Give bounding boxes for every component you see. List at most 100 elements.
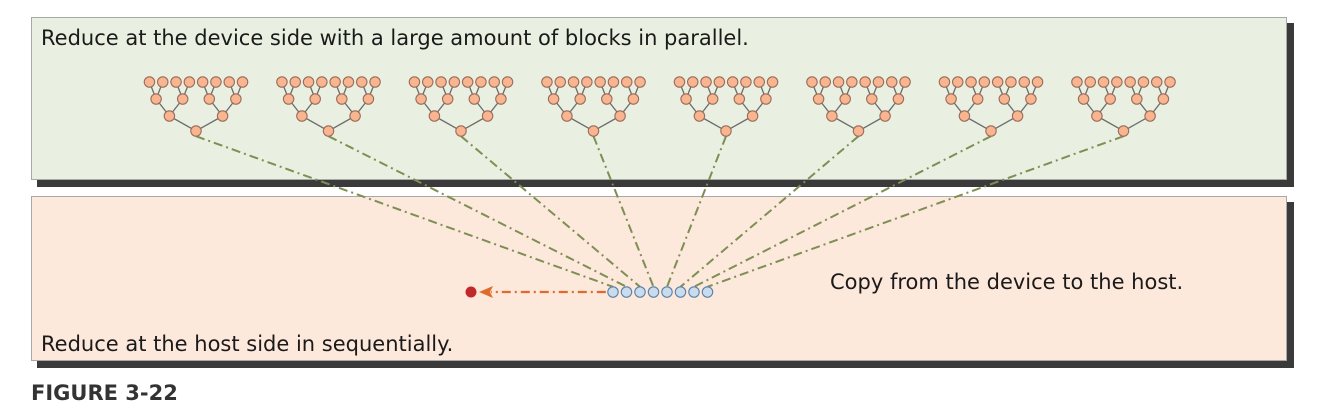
tree-node (839, 93, 851, 105)
tree-node (938, 76, 951, 88)
tree-node (163, 110, 176, 122)
tree-node (1124, 76, 1136, 88)
reduction-tree-block-4 (541, 76, 646, 137)
tree-node (1071, 76, 1083, 88)
tree-node (196, 76, 209, 88)
tree-node (859, 76, 871, 88)
tree-node (706, 93, 719, 105)
host-partial-result-node (647, 286, 660, 298)
tree-node (316, 76, 328, 88)
tree-node (223, 76, 236, 88)
tree-node (501, 76, 514, 88)
tree-node (210, 76, 222, 88)
tree-node (766, 76, 779, 88)
tree-node (1077, 93, 1090, 105)
tree-node (302, 76, 315, 88)
copy-line-block-4 (592, 135, 655, 288)
copy-line-block-5 (666, 135, 727, 288)
tree-node (170, 76, 182, 88)
tree-node (1091, 110, 1103, 122)
tree-node (951, 76, 964, 88)
tree-nodes (143, 76, 1176, 137)
host-partial-result-node (701, 286, 714, 298)
tree-node (846, 76, 858, 88)
tree-node (296, 110, 308, 122)
tree-node (362, 93, 375, 105)
tree-node (726, 76, 739, 88)
tree-root-node (455, 125, 467, 137)
reduction-tree-block-8 (1071, 76, 1176, 137)
tree-node (1084, 76, 1097, 88)
tree-node (978, 76, 991, 88)
copy-caption: Copy from the device to the host. (830, 270, 1184, 294)
tree-node (183, 76, 196, 88)
tree-node (826, 110, 838, 122)
host-panel (31, 196, 1287, 361)
tree-root-node (322, 125, 335, 137)
tree-node (547, 93, 560, 105)
tree-node (1005, 76, 1017, 88)
tree-node (620, 76, 633, 88)
copy-line-block-3 (460, 135, 641, 288)
host-partial-result-node (674, 286, 687, 298)
tree-node (614, 110, 626, 122)
tree-node (461, 76, 474, 88)
host-partial-result-node (634, 286, 646, 298)
host-partial-result-node (688, 286, 700, 298)
tree-node (176, 93, 189, 105)
tree-node (488, 76, 500, 88)
tree-root-node (852, 125, 865, 137)
tree-node (1025, 93, 1037, 105)
tree-node (289, 76, 301, 88)
tree-node (236, 76, 249, 88)
tree-node (1131, 93, 1143, 105)
tree-node (574, 93, 586, 105)
tree-node (157, 76, 169, 88)
tree-node (349, 110, 361, 122)
tree-node (282, 93, 295, 105)
tree-node (421, 76, 434, 88)
tree-root-node (1117, 125, 1130, 137)
tree-node (686, 76, 699, 88)
copy-line-block-8 (707, 135, 1124, 288)
tree-node (230, 93, 242, 105)
tree-node (216, 110, 229, 122)
tree-node (143, 76, 156, 88)
tree-node (991, 76, 1004, 88)
tree-node (1018, 76, 1030, 88)
tree-node (329, 76, 341, 88)
tree-edges (148, 81, 1171, 132)
tree-node (812, 93, 825, 105)
tree-node (561, 110, 573, 122)
tree-node (1151, 76, 1163, 88)
tree-node (892, 93, 905, 105)
tree-node (309, 93, 321, 105)
tree-node (150, 93, 162, 105)
tree-node (693, 110, 706, 122)
tree-node (673, 76, 686, 88)
device-caption: Reduce at the device side with a large a… (41, 26, 749, 50)
tree-node (415, 93, 427, 105)
tree-node (481, 110, 494, 122)
tree-node (1111, 76, 1123, 88)
tree-node (627, 93, 640, 105)
tree-node (441, 93, 454, 105)
tree-node (475, 76, 487, 88)
figure-label: FIGURE 3-22 (31, 381, 178, 405)
tree-root-node (985, 125, 997, 137)
reduction-tree-block-3 (408, 76, 514, 137)
tree-node (879, 110, 891, 122)
tree-node (998, 93, 1011, 105)
tree-node (203, 93, 216, 105)
host-partial-result-node (620, 286, 633, 298)
tree-node (753, 76, 765, 88)
tree-root-node (190, 125, 202, 137)
tree-node (872, 76, 885, 88)
tree-node (1031, 76, 1044, 88)
tree-node (899, 76, 911, 88)
copy-line-block-1 (195, 135, 614, 288)
tree-node (733, 93, 746, 105)
tree-root-node (587, 125, 600, 137)
tree-node (448, 76, 461, 88)
